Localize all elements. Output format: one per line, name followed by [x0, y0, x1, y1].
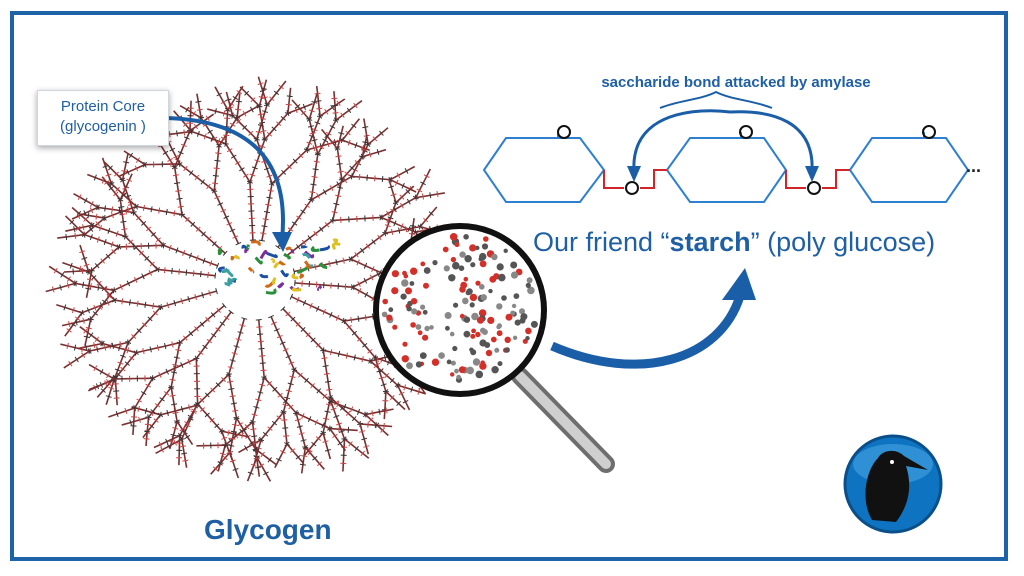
glycogen-label: Glycogen: [204, 514, 332, 545]
lens-starch-detail: [381, 233, 538, 383]
glucose-ring-1: [482, 137, 606, 203]
callout-line-1: Protein Core: [60, 98, 146, 115]
callout-arrowhead: [272, 232, 292, 252]
glycosidic-bond-2b: [822, 169, 850, 189]
starch-chain: [482, 125, 970, 203]
starch-arrow: [550, 294, 745, 369]
callout-arrow: [164, 116, 285, 241]
glucose-ring-3: [848, 137, 970, 203]
amylase-bond-caption: saccharide bond attacked by amylase: [601, 74, 871, 91]
protein-core-callout: Protein Core (glycogenin ): [37, 90, 169, 146]
protein-core-image: [217, 238, 341, 295]
starch-arrowhead: [722, 268, 756, 300]
starch-caption-prefix: Our friend “: [533, 227, 670, 257]
starch-caption: Our friend “starch” (poly glucose): [533, 227, 993, 258]
glycosidic-bond-1: [603, 170, 624, 189]
amylase-brace: [659, 90, 773, 109]
callout-line-2: (glycogenin ): [60, 118, 146, 135]
amylase-double-arrow: [632, 109, 814, 173]
glucose-ring-2: [665, 137, 788, 203]
glycosidic-bond-2: [785, 170, 806, 189]
magnifying-glass-icon: [373, 223, 615, 473]
glycosidic-bond-1b: [640, 169, 667, 189]
chain-continuation: ...: [966, 156, 982, 176]
starch-caption-emphasis: starch: [669, 227, 751, 257]
penguin-logo-icon: [843, 434, 943, 534]
starch-caption-suffix: ” (poly glucose): [750, 227, 936, 257]
